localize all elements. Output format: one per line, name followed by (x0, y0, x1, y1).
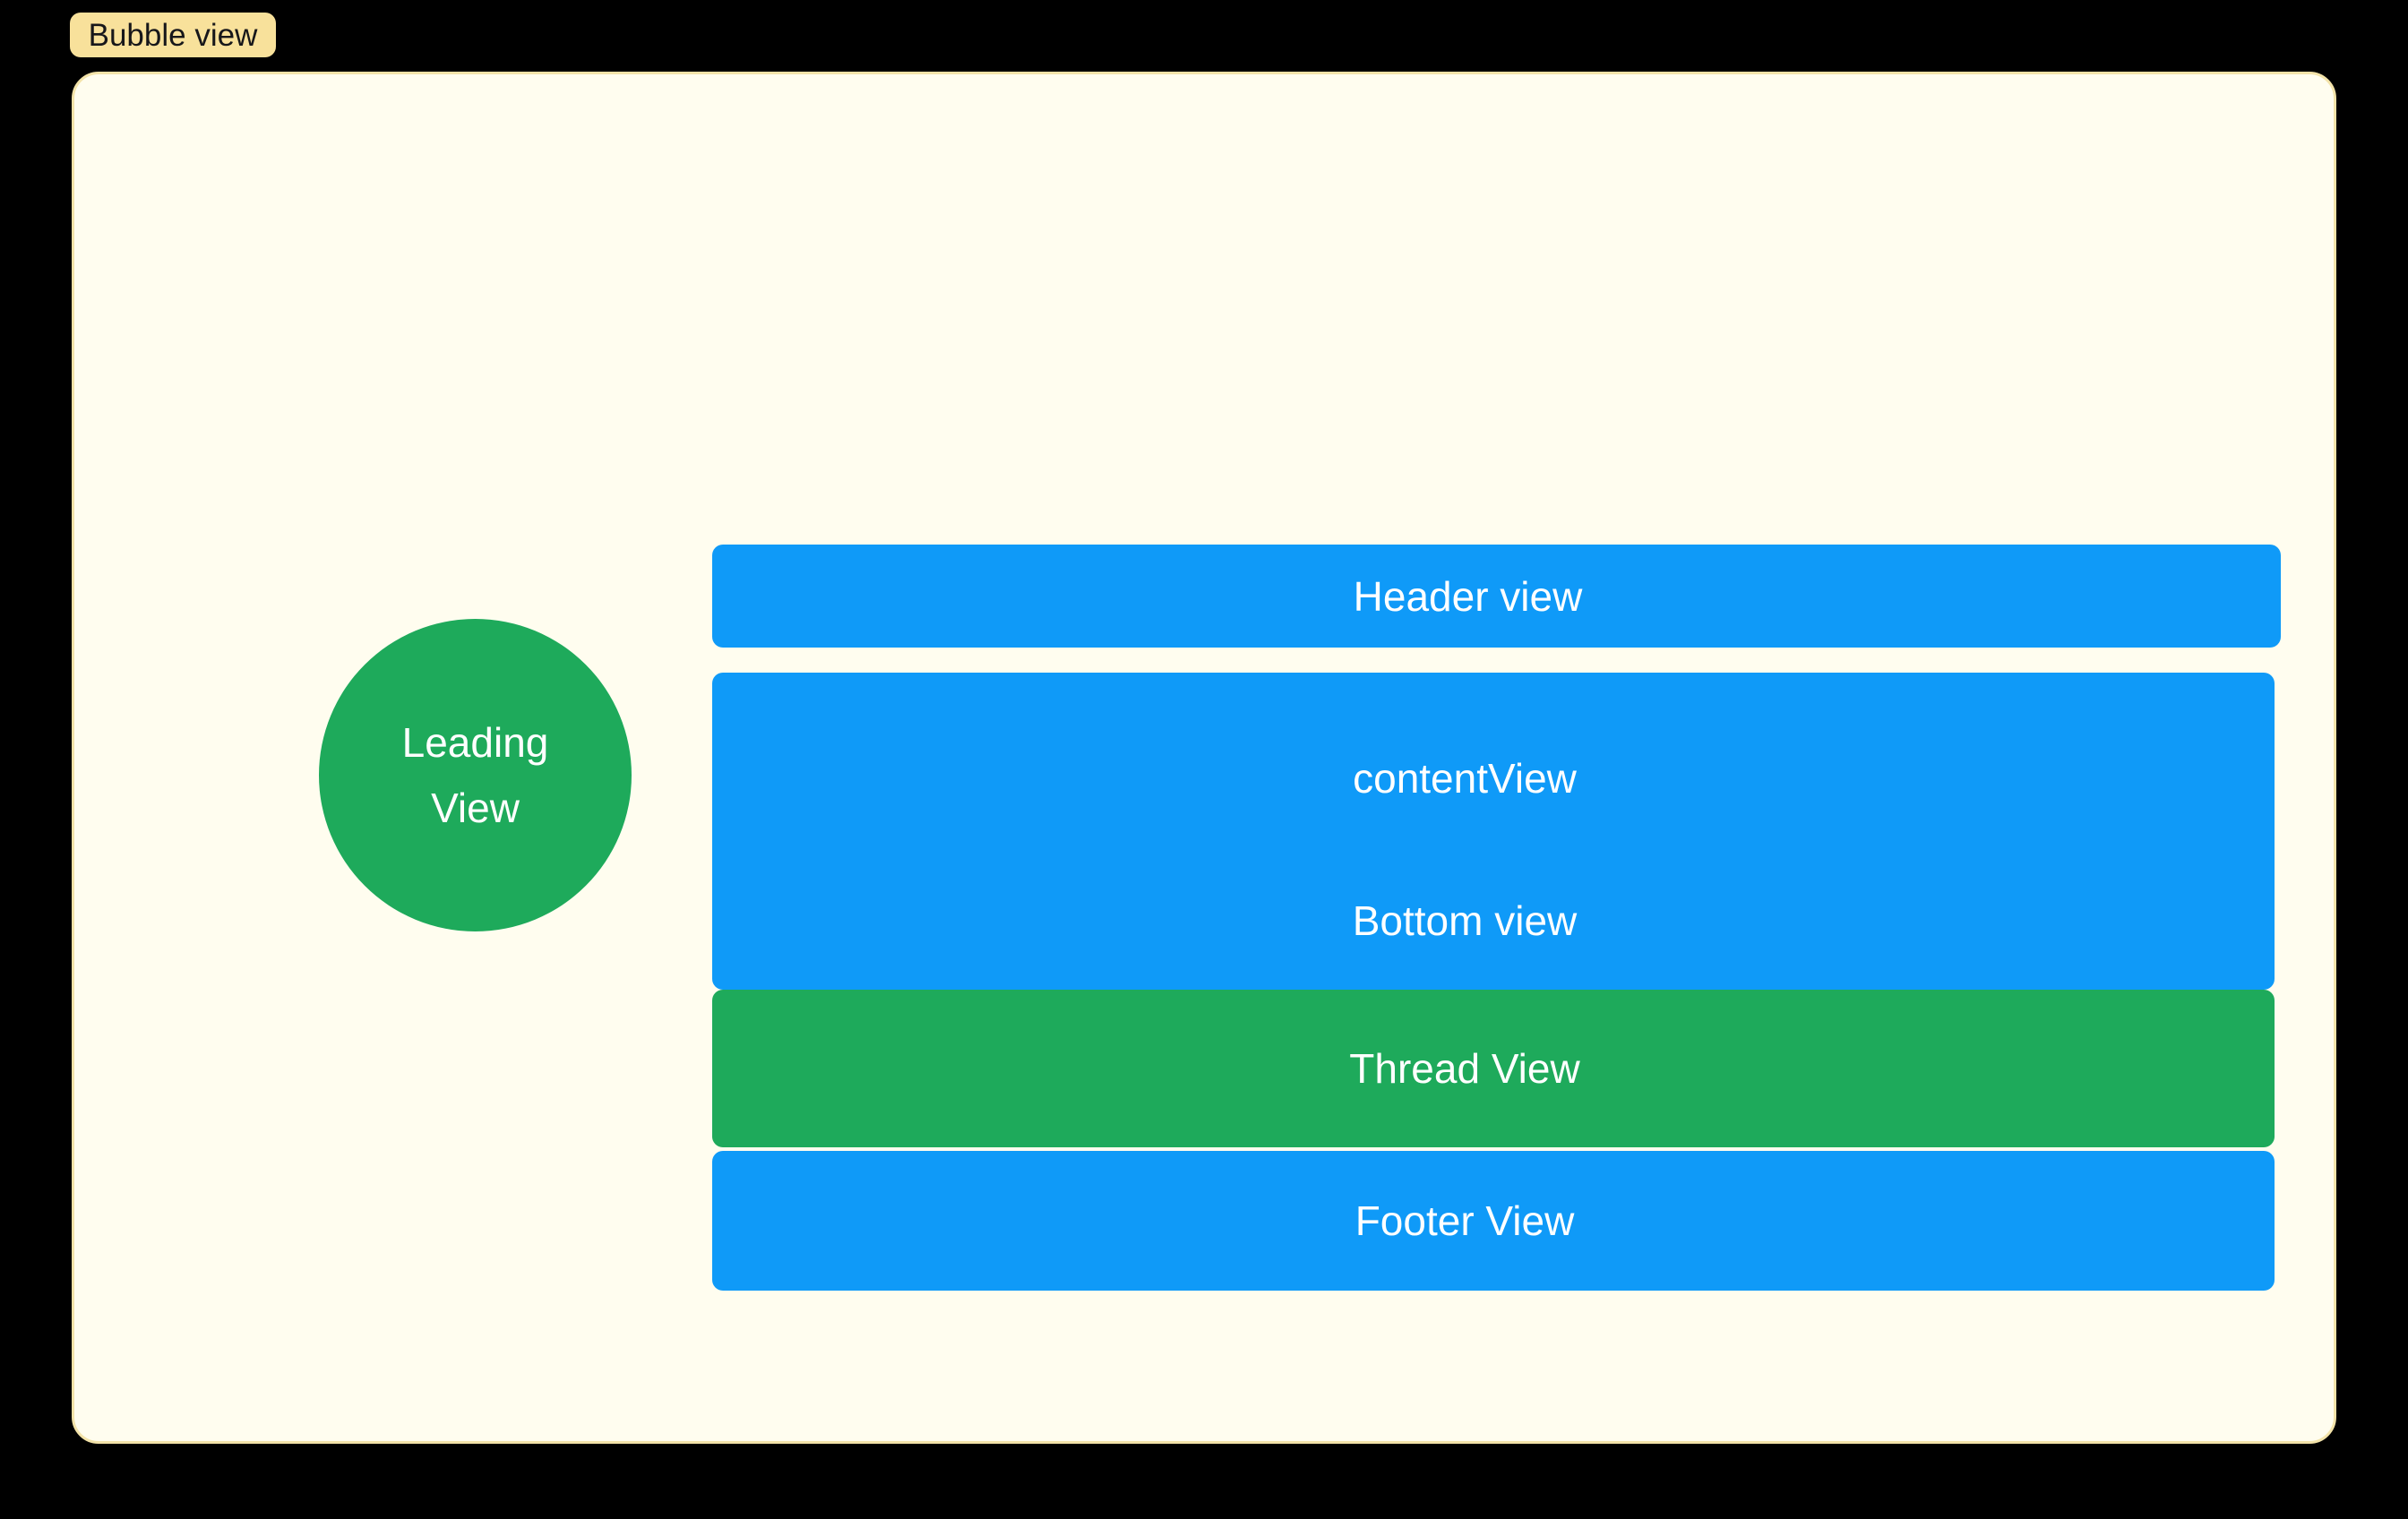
bottom-view-label: Bottom view (1352, 897, 1578, 944)
content-view: contentView Bottom view (712, 673, 2275, 990)
thread-view-label: Thread View (1349, 1045, 1580, 1092)
footer-view-label: Footer View (1354, 1197, 1575, 1244)
leading-view-label: Leading View (402, 710, 549, 841)
bubble-view-canvas: Leading View Header view contentView Bot… (72, 72, 2336, 1444)
bubble-view-tab[interactable]: Bubble view (70, 13, 276, 57)
content-view-label: contentView (1353, 755, 1577, 802)
leading-view: Leading View (319, 619, 632, 931)
thread-view: Thread View (712, 990, 2275, 1147)
leading-view-label-line2: View (431, 784, 520, 831)
leading-view-label-line1: Leading (401, 718, 549, 766)
header-view-label: Header view (1353, 572, 1583, 620)
footer-view: Footer View (712, 1151, 2275, 1291)
header-view: Header view (712, 545, 2281, 648)
bubble-view-tab-label: Bubble view (88, 17, 258, 53)
